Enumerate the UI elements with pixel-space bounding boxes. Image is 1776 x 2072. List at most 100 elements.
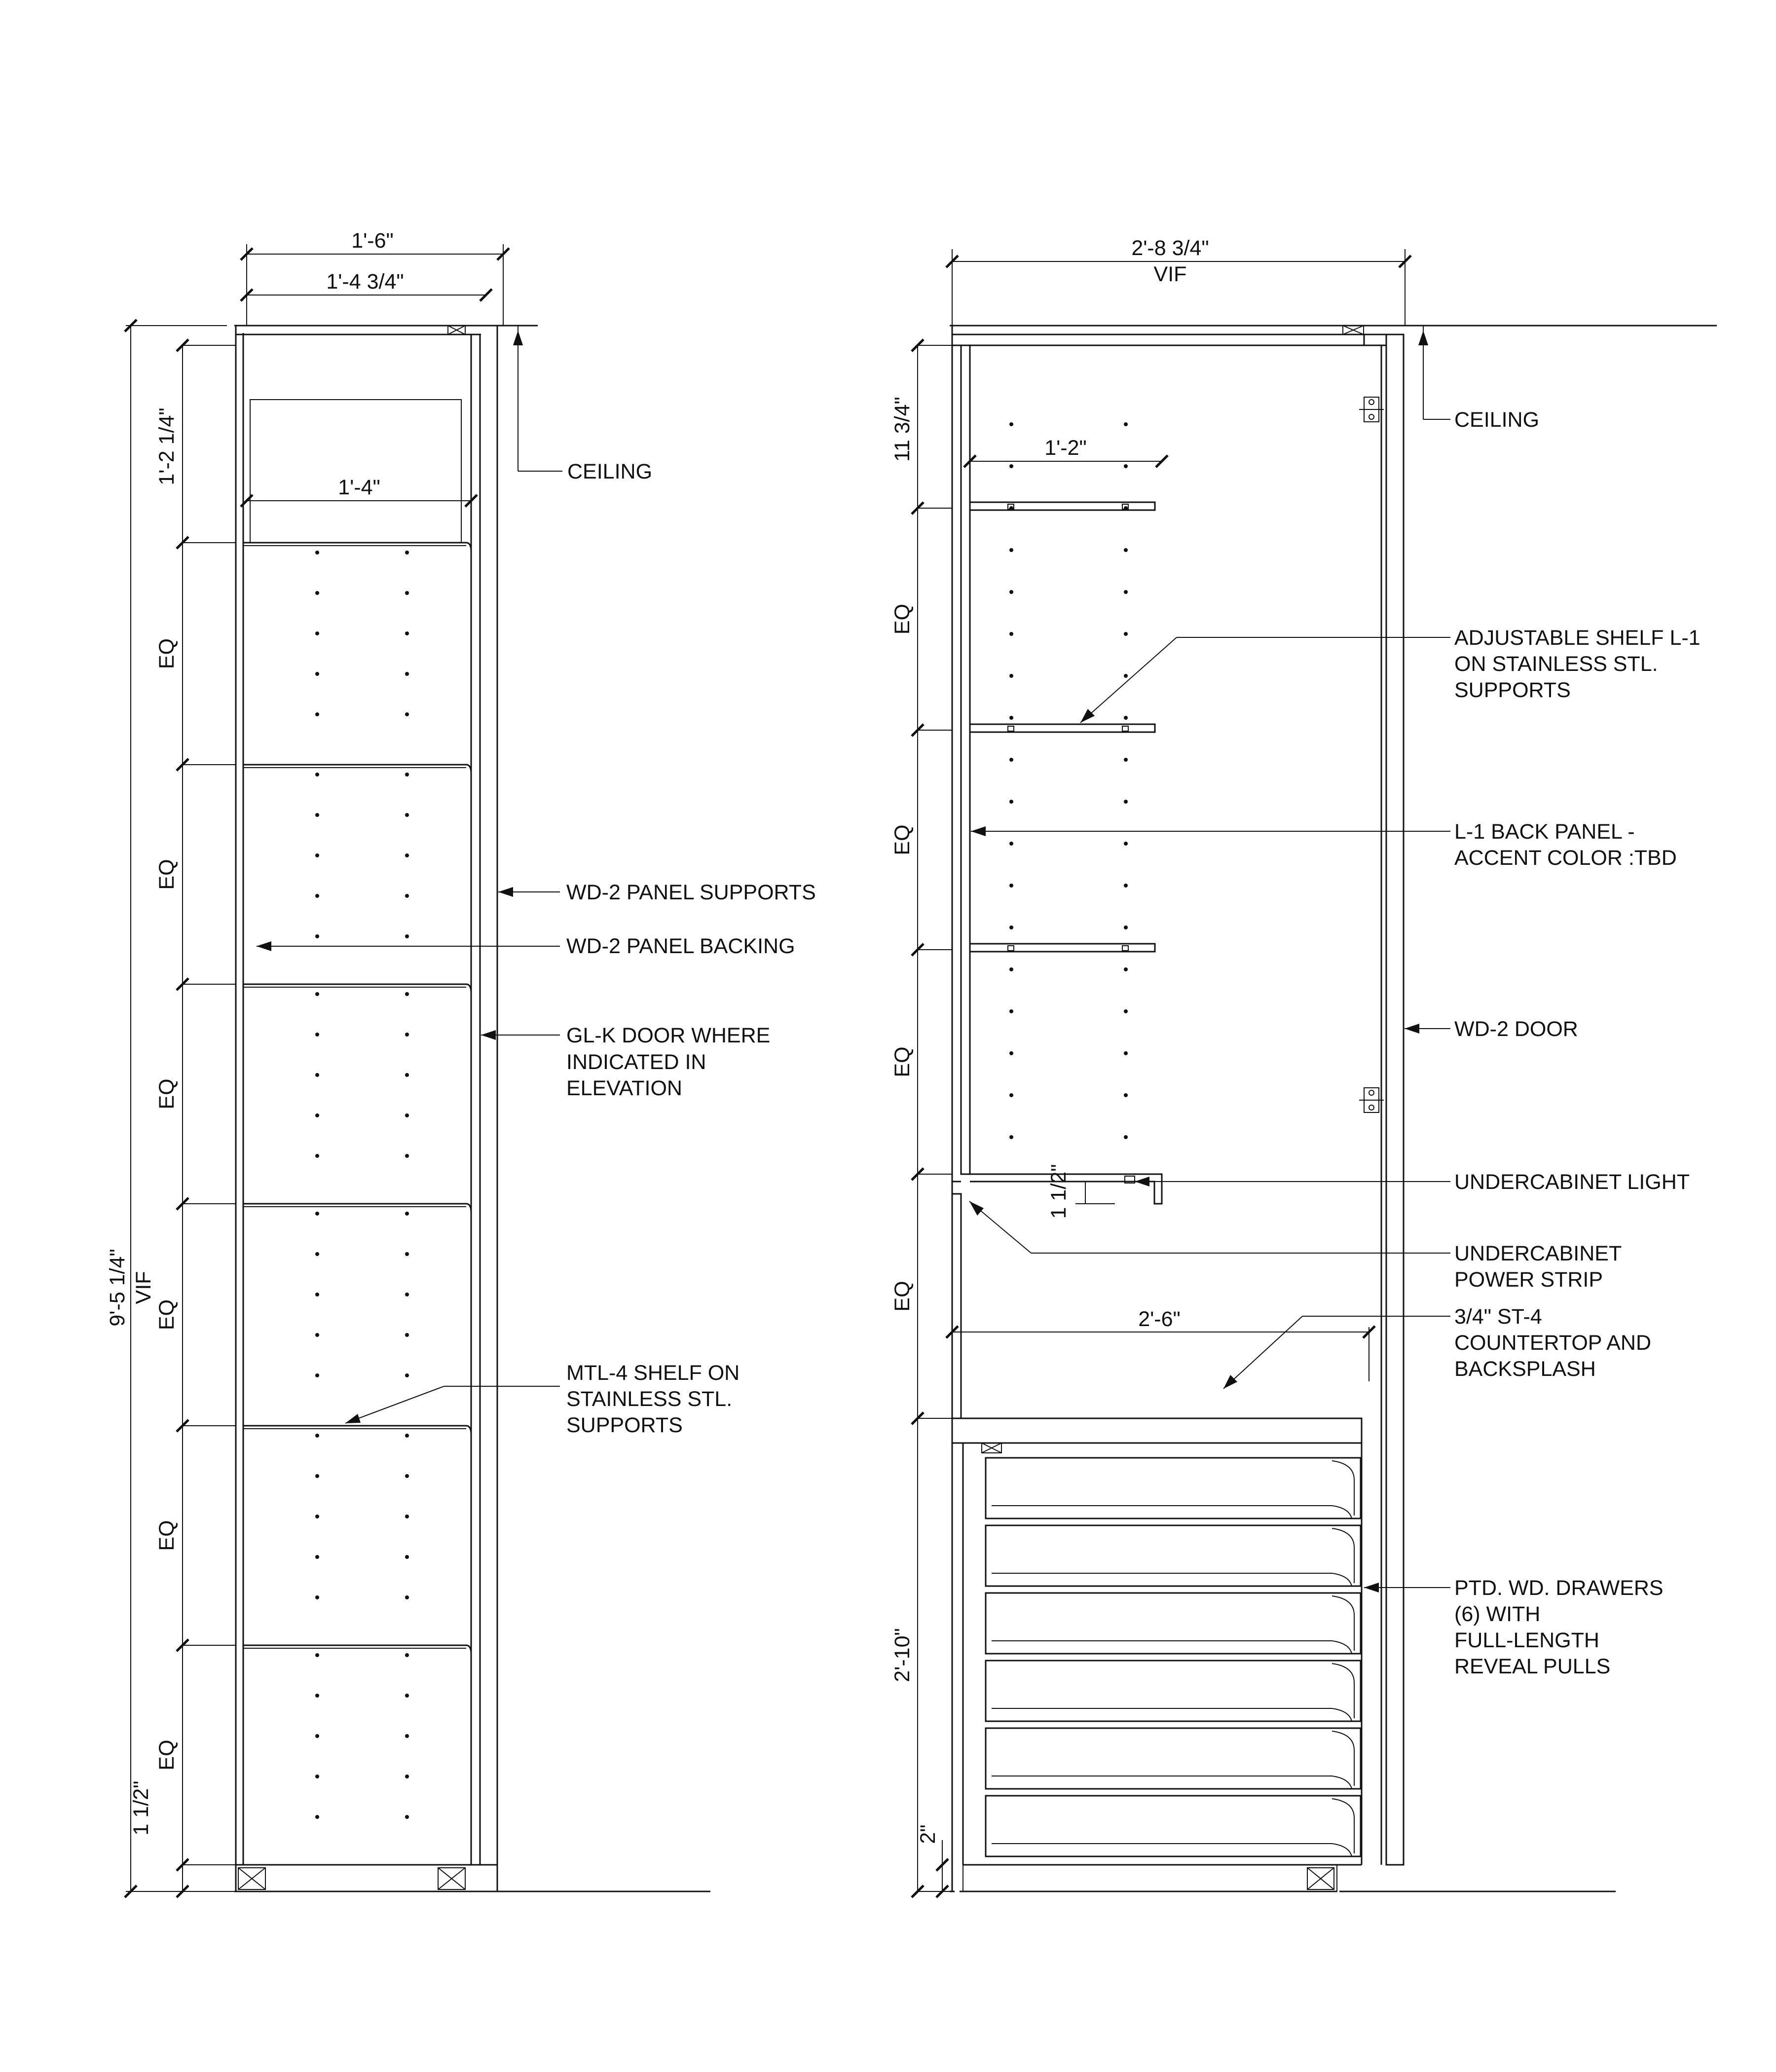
right-back-panel bbox=[960, 344, 971, 1175]
left-peg-hole bbox=[405, 591, 409, 595]
left-peg-hole bbox=[405, 1373, 409, 1377]
right-peg-hole bbox=[1009, 716, 1013, 720]
left-peg-hole bbox=[315, 1252, 319, 1256]
right-peg-holes bbox=[1009, 422, 1128, 1139]
left-peg-hole bbox=[405, 1555, 409, 1559]
left-shelf bbox=[243, 542, 472, 552]
right-upper-shelves bbox=[969, 501, 1156, 953]
right-back-panel-callout-2: ACCENT COLOR :TBD bbox=[1454, 846, 1677, 870]
right-peg-hole bbox=[1124, 1093, 1128, 1097]
left-peg-hole bbox=[315, 813, 319, 817]
left-peg-hole bbox=[315, 1212, 319, 1216]
left-peg-hole bbox=[315, 551, 319, 555]
left-peg-hole bbox=[315, 1154, 319, 1158]
right-peg-hole bbox=[1124, 925, 1128, 929]
left-peg-hole bbox=[405, 1033, 409, 1036]
left-peg-hole bbox=[315, 1653, 319, 1657]
right-upper-cabinet-bottom bbox=[961, 1173, 1163, 1205]
right-countertop-callout-1: 3/4" ST-4 bbox=[1454, 1305, 1542, 1329]
right-adjustable-shelf bbox=[969, 943, 1156, 953]
left-width-dimensions: 1'-6" 1'-4 3/4" 1'-4" bbox=[240, 229, 510, 508]
left-peg-hole bbox=[315, 1815, 319, 1819]
right-peg-hole bbox=[1009, 674, 1013, 678]
right-hinge-lower bbox=[1359, 1087, 1384, 1113]
left-door-panel bbox=[470, 333, 481, 1866]
right-countertop-callout-2: COUNTERTOP AND bbox=[1454, 1331, 1651, 1355]
left-peg-hole bbox=[405, 1775, 409, 1778]
right-peg-hole bbox=[1124, 800, 1128, 804]
left-peg-hole bbox=[405, 1434, 409, 1438]
right-peg-hole bbox=[1124, 506, 1128, 510]
left-peg-hole bbox=[315, 1113, 319, 1117]
left-panel-backing-callout: WD-2 PANEL BACKING bbox=[566, 934, 795, 958]
left-base-label: 1 1/2" bbox=[129, 1781, 153, 1836]
left-peg-hole bbox=[315, 1694, 319, 1698]
left-peg-hole bbox=[405, 773, 409, 777]
left-peg-hole bbox=[315, 992, 319, 996]
right-shelf-support bbox=[1007, 726, 1014, 732]
left-shelf-callout-2: STAINLESS STL. bbox=[566, 1387, 732, 1411]
right-shelf-support bbox=[1122, 726, 1129, 732]
right-counter-depth-label: 2'-6" bbox=[1138, 1307, 1181, 1331]
left-peg-hole bbox=[315, 1555, 319, 1559]
left-peg-hole bbox=[315, 1434, 319, 1438]
right-peg-hole bbox=[1009, 422, 1013, 426]
left-peg-hole bbox=[315, 672, 319, 676]
right-power-callout-2: POWER STRIP bbox=[1454, 1268, 1603, 1292]
right-eq-label: EQ bbox=[890, 824, 914, 855]
right-peg-hole bbox=[1009, 925, 1013, 929]
left-peg-hole bbox=[405, 1734, 409, 1738]
right-peg-hole bbox=[1124, 422, 1128, 426]
left-peg-hole bbox=[405, 934, 409, 938]
left-peg-hole bbox=[315, 1333, 319, 1337]
left-eq-label: EQ bbox=[155, 1520, 179, 1551]
left-shelf bbox=[243, 1644, 472, 1655]
left-shelf bbox=[243, 764, 472, 774]
left-peg-hole bbox=[405, 1154, 409, 1158]
right-peg-hole bbox=[1009, 884, 1013, 888]
right-peg-hole bbox=[1009, 548, 1013, 552]
left-shelf bbox=[243, 1203, 472, 1213]
left-peg-hole bbox=[405, 1293, 409, 1296]
drawer-reveal-pull bbox=[1332, 1460, 1355, 1516]
drawer-pull-curve bbox=[1332, 1843, 1352, 1857]
right-power-callout-1: UNDERCABINET bbox=[1454, 1242, 1622, 1265]
drawer-reveal-pull bbox=[1332, 1595, 1355, 1651]
left-peg-hole bbox=[315, 1515, 319, 1518]
right-toe-blocking bbox=[1307, 1867, 1334, 1890]
right-peg-hole bbox=[1009, 506, 1013, 510]
left-peg-hole bbox=[405, 1333, 409, 1337]
right-peg-hole bbox=[1009, 632, 1013, 636]
right-shelf-callout-3: SUPPORTS bbox=[1454, 678, 1571, 702]
right-countertop-callout-3: BACKSPLASH bbox=[1454, 1357, 1596, 1381]
left-peg-hole bbox=[405, 1815, 409, 1819]
left-peg-hole bbox=[315, 1474, 319, 1478]
left-peg-hole bbox=[315, 1595, 319, 1599]
right-backsplash bbox=[951, 1193, 962, 1419]
left-peg-hole bbox=[315, 1033, 319, 1036]
right-eq-label: EQ bbox=[890, 1281, 914, 1311]
drawer-reveal-pull bbox=[1332, 1798, 1355, 1853]
drawer-pull-curve bbox=[1332, 1640, 1352, 1654]
right-width-dimensions: 2'-8 3/4" VIF 1'-2" 2'-6" bbox=[945, 236, 1412, 1381]
left-top-space-label: 1'-2 1/4" bbox=[155, 407, 179, 485]
left-eq-label: EQ bbox=[155, 1078, 179, 1109]
right-drawers-callout-2: (6) WITH bbox=[1454, 1602, 1540, 1626]
right-shelf-support bbox=[1122, 945, 1129, 951]
left-peg-hole bbox=[405, 1252, 409, 1256]
drawer-pull-curve bbox=[1332, 1505, 1352, 1519]
right-peg-hole bbox=[1124, 1135, 1128, 1139]
right-peg-hole bbox=[1124, 716, 1128, 720]
right-peg-hole bbox=[1124, 464, 1128, 468]
drawer-front bbox=[985, 1592, 1362, 1655]
right-light-clearance-label: 1 1/2" bbox=[1047, 1164, 1071, 1219]
drawer-front bbox=[985, 1795, 1362, 1857]
drawer-reveal-pull bbox=[1332, 1663, 1355, 1718]
left-overall-width-label: 1'-6" bbox=[351, 229, 394, 253]
right-drawers-callout-4: REVEAL PULLS bbox=[1454, 1655, 1610, 1678]
right-drawer-height-label: 2'-10" bbox=[890, 1628, 914, 1682]
left-top-box bbox=[250, 399, 462, 543]
right-peg-hole bbox=[1009, 842, 1013, 846]
